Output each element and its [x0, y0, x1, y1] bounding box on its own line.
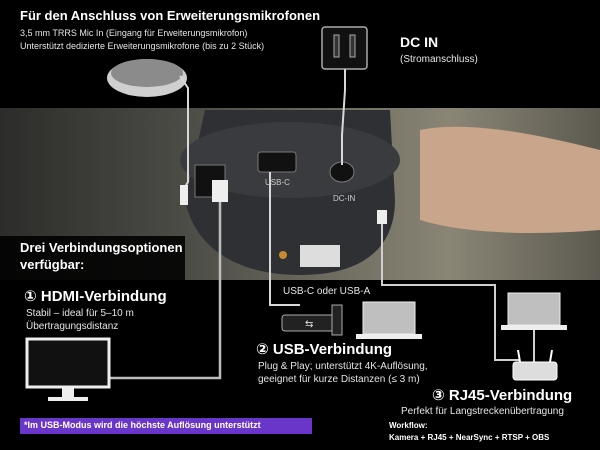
- options-line-1: Drei Verbindungsoptionen: [20, 240, 183, 255]
- hdmi-desc-2: Übertragungsdistanz: [26, 321, 119, 332]
- usb-desc-2: geeignet für kurze Distanzen (≤ 3 m): [258, 374, 420, 385]
- port-label-usb-c: USB-C: [265, 178, 290, 187]
- svg-text:⇆: ⇆: [305, 319, 313, 330]
- rj45-title: ③ RJ45-Verbindung: [432, 387, 573, 404]
- hdmi-cable: [100, 202, 222, 380]
- options-line-2: verfügbar:: [20, 257, 85, 272]
- dc-cable: [341, 69, 346, 165]
- mic-line-1: 3,5 mm TRRS Mic In (Eingang für Erweiter…: [20, 28, 248, 38]
- usb-connector-label: USB-C oder USB-A: [283, 286, 371, 297]
- port-label-dc-in: DC-IN: [333, 194, 356, 203]
- usb-title: ② USB-Verbindung: [256, 341, 393, 358]
- hdmi-desc-1: Stabil – ideal für 5–10 m: [26, 308, 134, 319]
- laptop-icon-network: [507, 292, 561, 326]
- workflow-value: Kamera + RJ45 + NearSync + RTSP + OBS: [389, 433, 550, 442]
- mic-plug: [180, 185, 188, 205]
- device-label-sticker: [300, 245, 340, 267]
- workflow-label: Workflow:: [389, 421, 428, 430]
- mic-line-2: Unterstützt dedizierte Erweiterungsmikro…: [20, 41, 265, 51]
- mic-jack-icon: [279, 251, 287, 259]
- options-box: [0, 236, 185, 280]
- hdmi-plug: [212, 180, 228, 202]
- mic-heading: Für den Anschluss von Erweiterungsmikrof…: [20, 8, 321, 23]
- laptop-icon-usb: [362, 301, 416, 335]
- usb-desc-1: Plug & Play; unterstützt 4K-Auflösung,: [258, 361, 428, 372]
- router-icon: [512, 361, 558, 381]
- power-adapter-icon: [321, 26, 368, 70]
- footnote: *Im USB-Modus wird die höchste Auflösung…: [24, 420, 261, 430]
- dc-subtitle: (Stromanschluss): [400, 54, 478, 65]
- hand-shape: [420, 126, 600, 233]
- usb-cable: [269, 172, 300, 306]
- external-mic-grille: [111, 59, 183, 87]
- monitor-icon: [25, 337, 111, 389]
- rj45-cable: [381, 212, 520, 361]
- footnote-highlight: [20, 418, 312, 434]
- usb-c-port-icon: [257, 151, 297, 173]
- rj45-plug: [377, 210, 387, 224]
- hdmi-title: ① HDMI-Verbindung: [24, 288, 167, 305]
- rj45-desc: Perfekt für Langstreckenübertragung: [401, 406, 564, 417]
- dc-title: DC IN: [400, 34, 439, 50]
